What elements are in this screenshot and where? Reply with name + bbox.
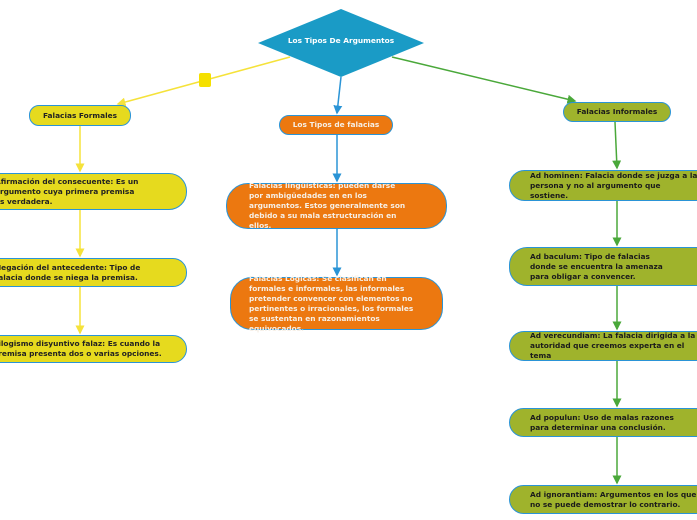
node-negacion[interactable]: Negación del antecedente: Tipo de falaci… (0, 258, 187, 287)
node-falacias-formales[interactable]: Falacias Formales (29, 105, 131, 126)
node-logicas[interactable]: Falacias Lógicas: Se clasifican en forma… (230, 274, 443, 333)
node-ad-ignorantiam[interactable]: Ad ignorantiam: Argumentos en los que no… (509, 485, 697, 514)
root-diamond[interactable] (258, 9, 424, 77)
node-ad-verecundiam[interactable]: Ad verecundiam: La falacia dirigida a la… (509, 331, 697, 361)
node-ad-populun[interactable]: Ad populun: Uso de malas razones para de… (509, 408, 697, 437)
node-falacias-informales[interactable]: Falacias Informales (563, 102, 671, 122)
node-ad-baculum[interactable]: Ad baculum: Tipo de falacias donde se en… (509, 247, 697, 286)
node-afirmacion[interactable]: Afirmación del consecuente: Es un argume… (0, 173, 187, 210)
node-ad-hominen[interactable]: Ad hominen: Falacia donde se juzga a la … (509, 170, 697, 201)
connector-handle[interactable] (199, 73, 211, 87)
node-tipos-falacias[interactable]: Los Tipos de falacias (279, 115, 393, 135)
root-label: Los Tipos De Argumentos (287, 36, 395, 45)
node-linguisticas[interactable]: Falacias lingüísticas: pueden darse por … (226, 181, 447, 230)
node-silogismo[interactable]: Silogismo disyuntivo falaz: Es cuando la… (0, 335, 187, 363)
